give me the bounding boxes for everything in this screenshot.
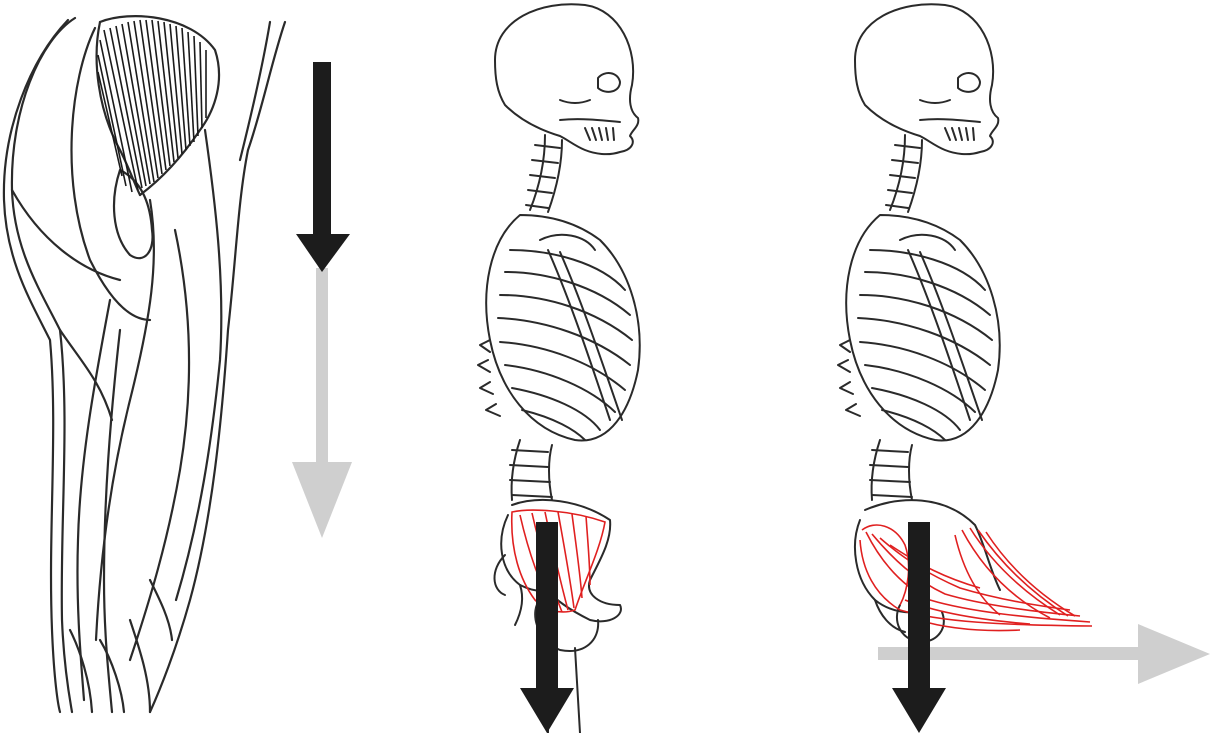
skeleton-figure-right xyxy=(838,4,1092,642)
gluteus-muscle-shading xyxy=(98,20,206,192)
leg-gray-down-arrow xyxy=(292,268,352,538)
skeleton-figure-middle xyxy=(478,4,640,733)
iliacus-muscle xyxy=(512,510,605,612)
hamstring-muscles xyxy=(860,525,1092,631)
leg-black-down-arrow xyxy=(296,62,350,272)
